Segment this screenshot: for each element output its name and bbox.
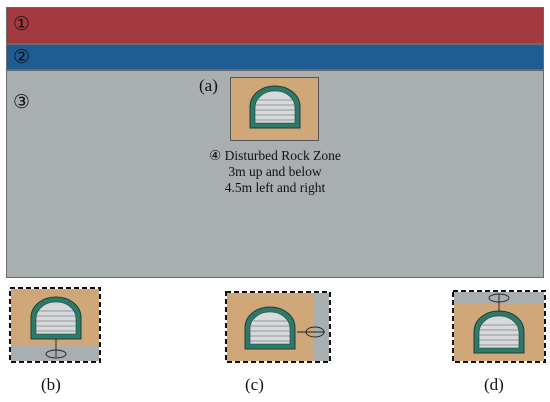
zone-vertical-extent: 3m up and below xyxy=(228,164,322,179)
tunnel-cross-section xyxy=(473,310,525,354)
tunnel-cross-section xyxy=(249,85,301,129)
tunnel-diagram-a xyxy=(230,77,319,141)
disturbed-rock-zone-caption: ④ Disturbed Rock Zone 3m up and below 4.… xyxy=(190,148,360,196)
panel-d-label: (d) xyxy=(484,375,504,394)
panel-c-label: (c) xyxy=(245,375,264,394)
tunnel-diagram-c xyxy=(225,291,331,363)
tunnel-diagram-d xyxy=(452,290,546,363)
panel-frame xyxy=(9,287,101,363)
panel-frame xyxy=(452,290,546,363)
contact-marker xyxy=(297,326,325,338)
layer-1-number: ① xyxy=(13,13,31,35)
panel-frame xyxy=(225,291,331,363)
stratum-layer-2: ② xyxy=(6,44,544,70)
stratum-layer-1: ① xyxy=(6,7,544,44)
tunnel-diagram-b xyxy=(9,287,101,363)
layer-3-number: ③ xyxy=(13,91,31,113)
zone-horizontal-extent: 4.5m left and right xyxy=(224,180,326,195)
panel-b-label: (b) xyxy=(41,375,61,394)
layer-2-number: ② xyxy=(13,46,31,68)
tunnel-cross-section xyxy=(244,306,296,350)
tunnel-cross-section xyxy=(30,296,82,340)
panel-a-label: (a) xyxy=(199,76,218,95)
zone-title: ④ Disturbed Rock Zone xyxy=(209,148,341,163)
contact-marker xyxy=(45,339,67,359)
contact-marker xyxy=(488,293,510,312)
